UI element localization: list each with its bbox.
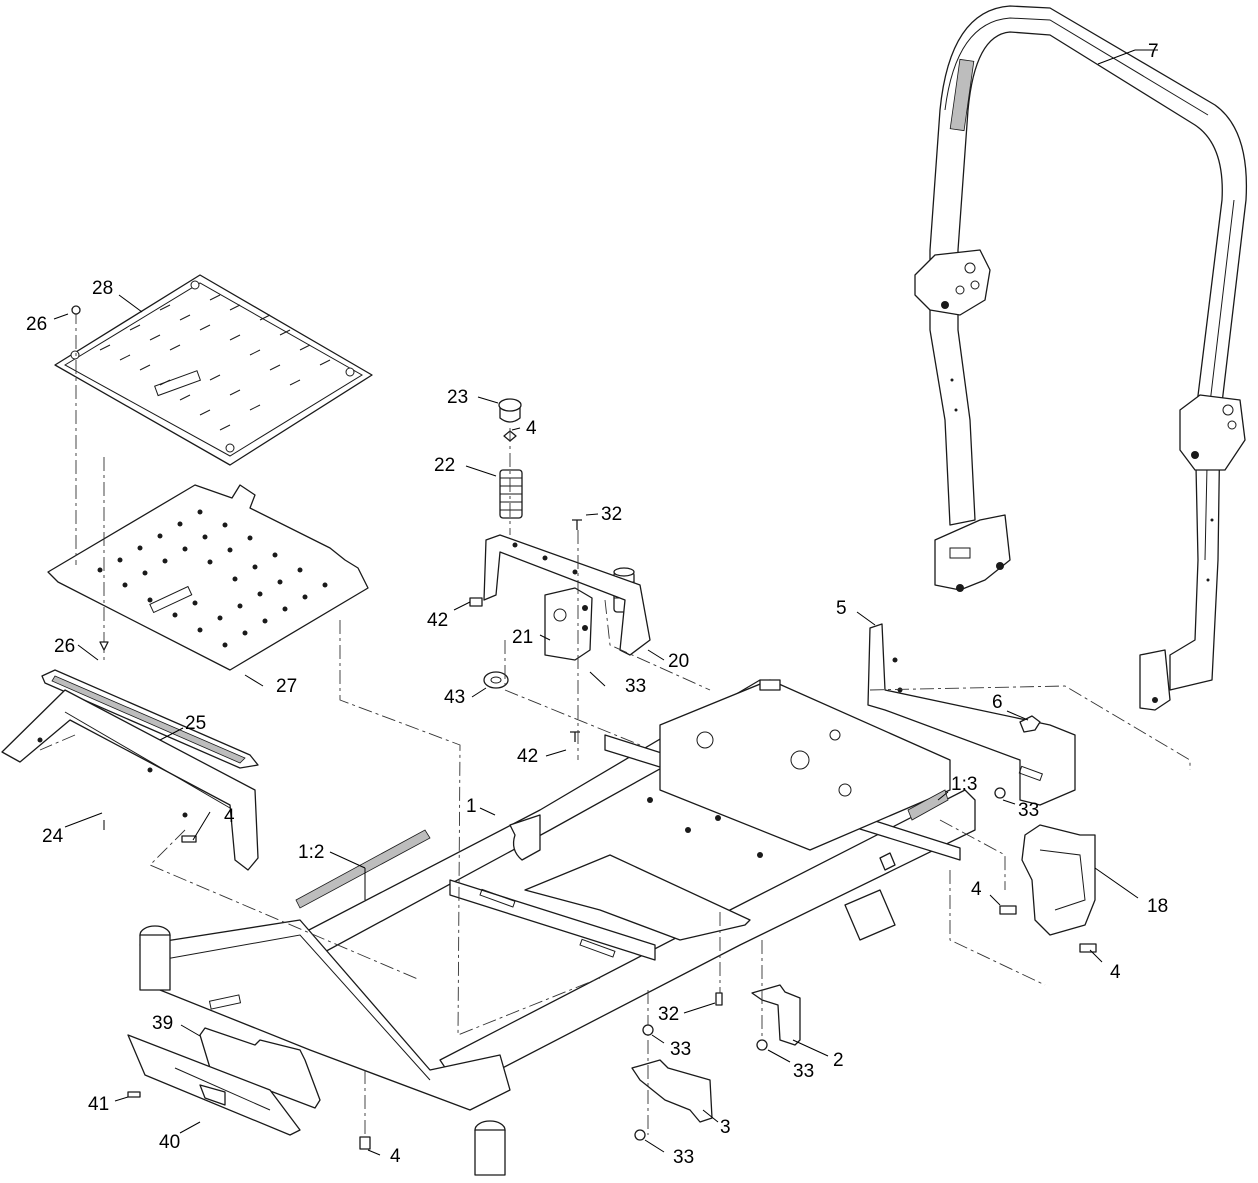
small-hardware — [469, 430, 582, 742]
callout-41: 41 — [88, 1094, 109, 1115]
callout-33: 33 — [793, 1061, 814, 1082]
callout-4: 4 — [526, 418, 537, 439]
callout-1-2: 1:2 — [298, 842, 324, 863]
callout-18: 18 — [1147, 896, 1168, 917]
bushing — [483, 671, 509, 689]
floor-pan — [47, 484, 369, 671]
front-shield-40 — [127, 1034, 301, 1136]
callout-4: 4 — [224, 806, 235, 827]
callout-3: 3 — [720, 1117, 731, 1138]
callout-33: 33 — [625, 676, 646, 697]
callout-40: 40 — [159, 1132, 180, 1153]
callout-33: 33 — [673, 1147, 694, 1168]
roll-bar — [914, 5, 1248, 711]
decal-strip-left — [295, 829, 431, 909]
callout-42: 42 — [427, 610, 448, 631]
callout-labels: 7 28 26 23 4 22 32 42 21 20 43 33 5 6 27… — [26, 41, 1168, 1168]
callout-24: 24 — [42, 826, 64, 847]
rear-bracket-18 — [1021, 824, 1096, 936]
callout-42: 42 — [517, 746, 538, 767]
callout-27: 27 — [276, 676, 297, 697]
callout-21: 21 — [512, 627, 533, 648]
callout-23: 23 — [447, 387, 468, 408]
callout-1: 1 — [466, 796, 477, 817]
rear-bracket-6 — [1019, 715, 1041, 733]
callout-2: 2 — [833, 1050, 844, 1071]
bracket-3 — [631, 1059, 713, 1123]
seat-spring-bracket — [483, 534, 651, 656]
leader-lines — [53, 49, 1158, 1156]
step-plate — [41, 669, 259, 769]
callout-6: 6 — [992, 692, 1003, 713]
callout-4: 4 — [390, 1146, 401, 1167]
callout-4: 4 — [971, 879, 982, 900]
callout-22: 22 — [434, 455, 455, 476]
callout-7: 7 — [1148, 41, 1159, 62]
floor-mat — [54, 274, 373, 466]
callout-28: 28 — [92, 278, 113, 299]
callout-4: 4 — [1110, 962, 1121, 983]
main-frame — [139, 679, 976, 1176]
callout-1-3: 1:3 — [951, 774, 977, 795]
fasteners — [71, 305, 1097, 1150]
floor-pan-holes — [97, 509, 328, 648]
callout-33: 33 — [670, 1039, 691, 1060]
callout-32: 32 — [601, 504, 622, 525]
callout-26: 26 — [54, 636, 75, 657]
callout-39: 39 — [152, 1013, 173, 1034]
rear-bracket-5 — [867, 623, 1076, 806]
callout-43: 43 — [444, 687, 465, 708]
bracket-2 — [751, 984, 801, 1046]
callout-25: 25 — [185, 713, 206, 734]
decal-strip-right — [907, 789, 949, 821]
callout-26: 26 — [26, 314, 47, 335]
assembly-lines — [39, 310, 1191, 1140]
seat-bumper — [498, 398, 522, 423]
callout-20: 20 — [668, 651, 689, 672]
callout-32: 32 — [658, 1004, 679, 1025]
callout-33: 33 — [1018, 800, 1039, 821]
seat-bracket-plate — [544, 587, 593, 661]
callout-5: 5 — [836, 598, 847, 619]
